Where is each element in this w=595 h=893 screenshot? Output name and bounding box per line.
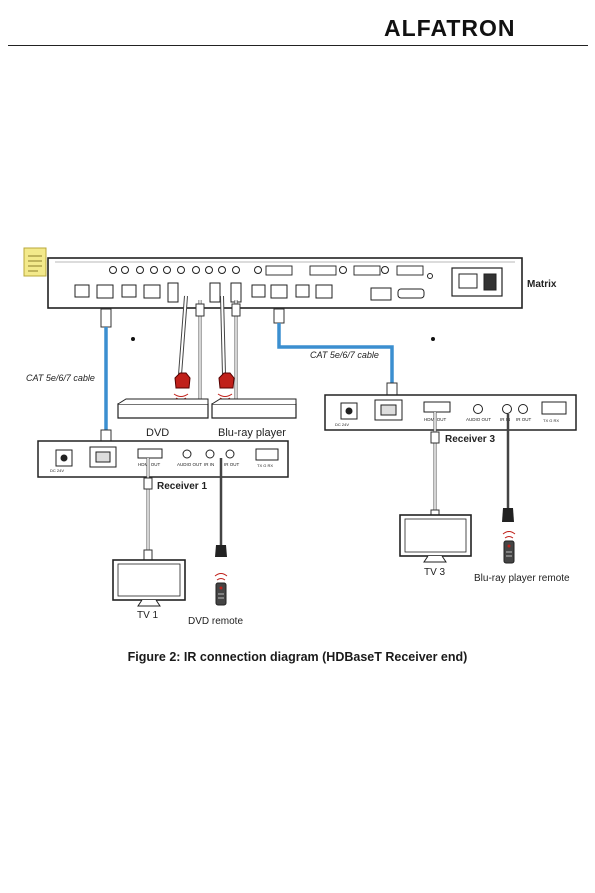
alfatron-logo: ALFATRON (384, 15, 514, 41)
bluray-remote-icon: Blu-ray player remote (474, 531, 570, 584)
cat-cable-left: CAT 5e/6/7 cable (26, 308, 112, 445)
ir-emitter-head (218, 372, 235, 389)
source-hdmi-cables (195, 300, 241, 404)
r3-rs232-label: TX G RX (543, 418, 559, 423)
r1-ir-receiver-cable (215, 458, 227, 557)
dvd-remote-label: DVD remote (188, 616, 243, 627)
receiver-1: DC 24V HDMI OUT AUDIO OUT IR IN IR OUT T… (37, 440, 289, 492)
matrix-label: Matrix (527, 279, 557, 290)
r3-dc-label: DC 24V (335, 422, 349, 427)
r3-ir-in-label: IR IN (500, 417, 510, 422)
tv-1-label: TV 1 (137, 610, 159, 621)
r3-ir-receiver-cable (502, 414, 514, 522)
r1-rs232-label: TX G RX (257, 463, 273, 468)
mount-dot (131, 337, 135, 341)
cat-cable-right: CAT 5e/6/7 cable (273, 308, 398, 400)
r1-audio-out-label: AUDIO OUT (177, 462, 202, 467)
tv-3: TV 3 (399, 514, 472, 578)
tv-3-label: TV 3 (424, 567, 446, 578)
matrix-power-module (451, 267, 503, 297)
r1-ir-in-label: IR IN (204, 462, 214, 467)
r1-hdmi-cable (143, 458, 153, 561)
note-icon (23, 247, 47, 277)
r1-ir-out-label: IR OUT (224, 462, 240, 467)
header-rule (8, 45, 588, 46)
dvd-player: DVD (117, 398, 209, 439)
dvd-remote-icon: DVD remote (188, 573, 243, 627)
bluray-remote-label: Blu-ray player remote (474, 573, 570, 584)
cat-cable-right-label: CAT 5e/6/7 cable (310, 350, 379, 360)
matrix-device: Matrix (47, 257, 557, 309)
r1-dc-label: DC 24V (50, 468, 64, 473)
receiver-3: DC 24V HDMI OUT AUDIO OUT IR IN IR OUT T… (324, 394, 577, 445)
r3-audio-out-label: AUDIO OUT (466, 417, 491, 422)
tv-1: TV 1 (112, 559, 186, 621)
dvd-label: DVD (146, 427, 169, 439)
bluray-label: Blu-ray player (218, 427, 286, 439)
ir-emitter-cables (173, 295, 235, 400)
cat-cable-left-label: CAT 5e/6/7 cable (26, 373, 95, 383)
matrix-ir-jacks (109, 266, 389, 274)
matrix-terminal-blocks (265, 265, 424, 276)
brand-wordmark: ALFATRON (384, 15, 514, 41)
mount-dot (431, 337, 435, 341)
r3-ir-out-label: IR OUT (516, 417, 532, 422)
receiver-1-label: Receiver 1 (157, 481, 207, 492)
bluray-player: Blu-ray player (211, 398, 297, 439)
figure-caption: Figure 2: IR connection diagram (HDBaseT… (127, 650, 468, 664)
matrix-port-row (74, 282, 425, 303)
receiver-3-label: Receiver 3 (445, 434, 495, 445)
ir-emitter-head (174, 372, 191, 389)
